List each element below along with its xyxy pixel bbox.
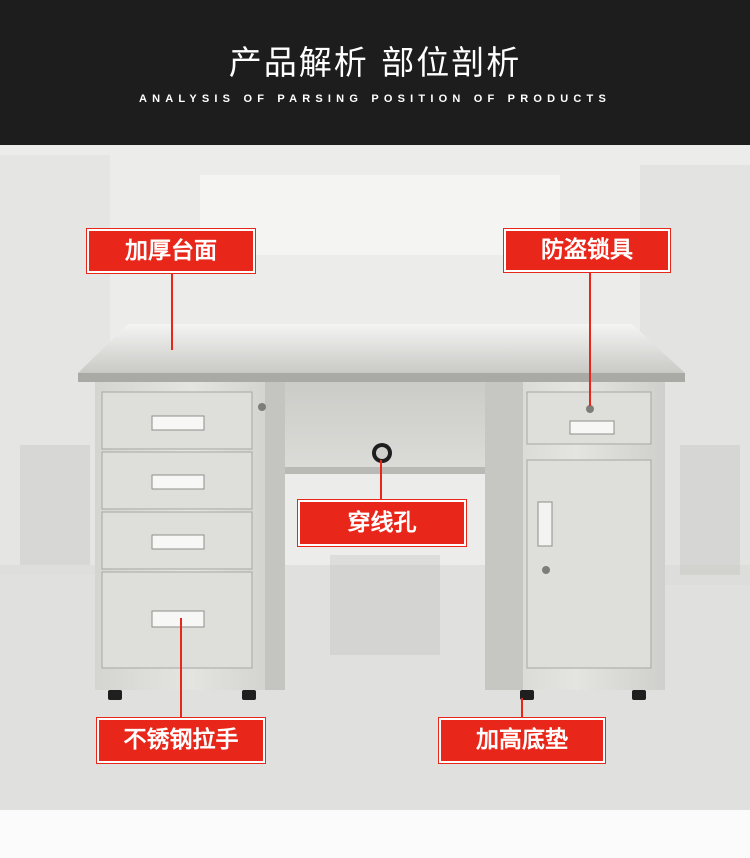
lock-leader-line — [589, 271, 591, 406]
right-drawer-and-door — [526, 391, 652, 669]
callout-thick-top: 加厚台面 — [87, 229, 255, 273]
cable-hole-leader-line — [380, 460, 382, 500]
callout-steel-handle: 不锈钢拉手 — [97, 718, 265, 763]
left-drawers — [101, 391, 266, 669]
foot — [108, 690, 122, 700]
callout-raised-feet: 加高底垫 — [439, 718, 605, 763]
handle-leader-line — [180, 618, 182, 718]
thick-top-leader-line — [171, 272, 173, 350]
page-subtitle: ANALYSIS OF PARSING POSITION OF PRODUCTS — [138, 93, 612, 105]
foot — [520, 690, 534, 700]
callout-cable-hole: 穿线孔 — [298, 500, 466, 546]
foot — [242, 690, 256, 700]
callout-anti-theft-lock: 防盗锁具 — [504, 229, 670, 272]
bottom-band — [0, 810, 750, 858]
desk-top — [78, 324, 685, 373]
feet-leader-line — [521, 698, 523, 718]
page-title: 产品解析 部位剖析 — [228, 43, 522, 82]
header-banner: 产品解析 部位剖析 ANALYSIS OF PARSING POSITION O… — [0, 0, 750, 145]
foot — [632, 690, 646, 700]
desk-top-edge — [78, 373, 685, 382]
